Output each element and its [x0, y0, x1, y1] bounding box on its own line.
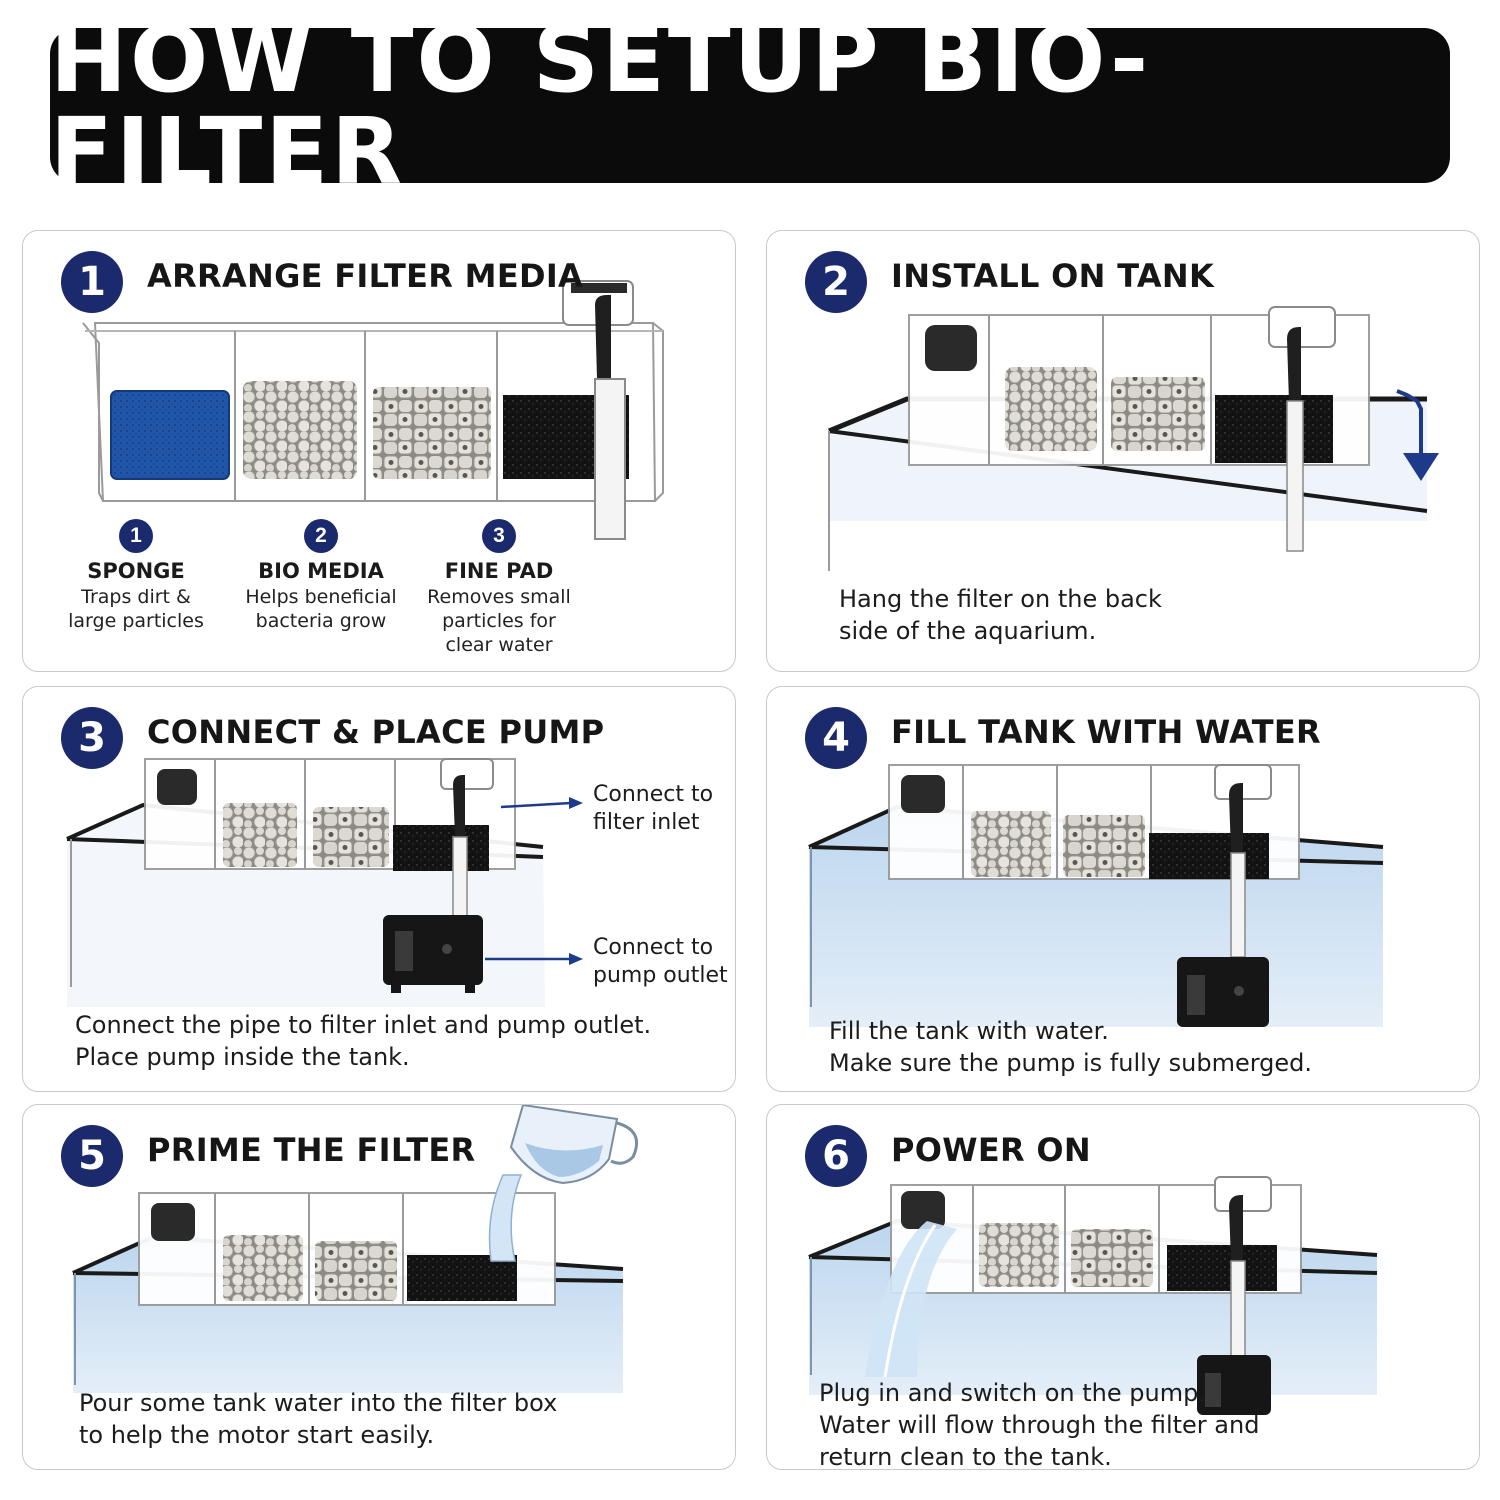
step-title: POWER ON: [891, 1131, 1091, 1169]
step-title: CONNECT & PLACE PUMP: [147, 713, 604, 751]
step-number-badge: 5: [61, 1125, 123, 1187]
step-card-2: 2 INSTALL ON TANK Hang the filter on the…: [766, 230, 1480, 672]
step-card-4: 4 FILL TANK WITH WATER Fill the tank wit…: [766, 686, 1480, 1092]
media-sponge: 1 SPONGE Traps dirt &large particles: [46, 519, 226, 633]
title-banner: HOW TO SETUP BIO-FILTER: [50, 28, 1450, 183]
media-number-badge: 1: [119, 519, 153, 553]
media-name: SPONGE: [46, 557, 226, 585]
step-number-badge: 2: [805, 251, 867, 313]
media-number-badge: 2: [304, 519, 338, 553]
step-title: PRIME THE FILTER: [147, 1131, 475, 1169]
step-number-badge: 6: [805, 1125, 867, 1187]
step-card-1: 1 ARRANGE FILTER MEDIA 1 SPONGE Traps di…: [22, 230, 736, 672]
step-number-badge: 3: [61, 707, 123, 769]
media-name: BIO MEDIA: [231, 557, 411, 585]
step-title: ARRANGE FILTER MEDIA: [147, 257, 583, 295]
step-number-badge: 1: [61, 251, 123, 313]
page-title: HOW TO SETUP BIO-FILTER: [50, 14, 1450, 198]
step-title: FILL TANK WITH WATER: [891, 713, 1321, 751]
media-description: Traps dirt &large particles: [46, 585, 226, 633]
media-name: FINE PAD: [409, 557, 589, 585]
step-description: Connect the pipe to filter inlet and pum…: [75, 1009, 651, 1073]
step-title: INSTALL ON TANK: [891, 257, 1214, 295]
step-description: Fill the tank with water.Make sure the p…: [829, 1015, 1312, 1079]
step-card-5: 5 PRIME THE FILTER Pour some tank water …: [22, 1104, 736, 1470]
media-number-badge: 3: [482, 519, 516, 553]
step-description: Pour some tank water into the filter box…: [79, 1387, 557, 1451]
step-number-badge: 4: [805, 707, 867, 769]
step-card-6: 6 POWER ON Plug in and switch on the pum…: [766, 1104, 1480, 1470]
step-description: Plug in and switch on the pump.Water wil…: [819, 1377, 1259, 1470]
